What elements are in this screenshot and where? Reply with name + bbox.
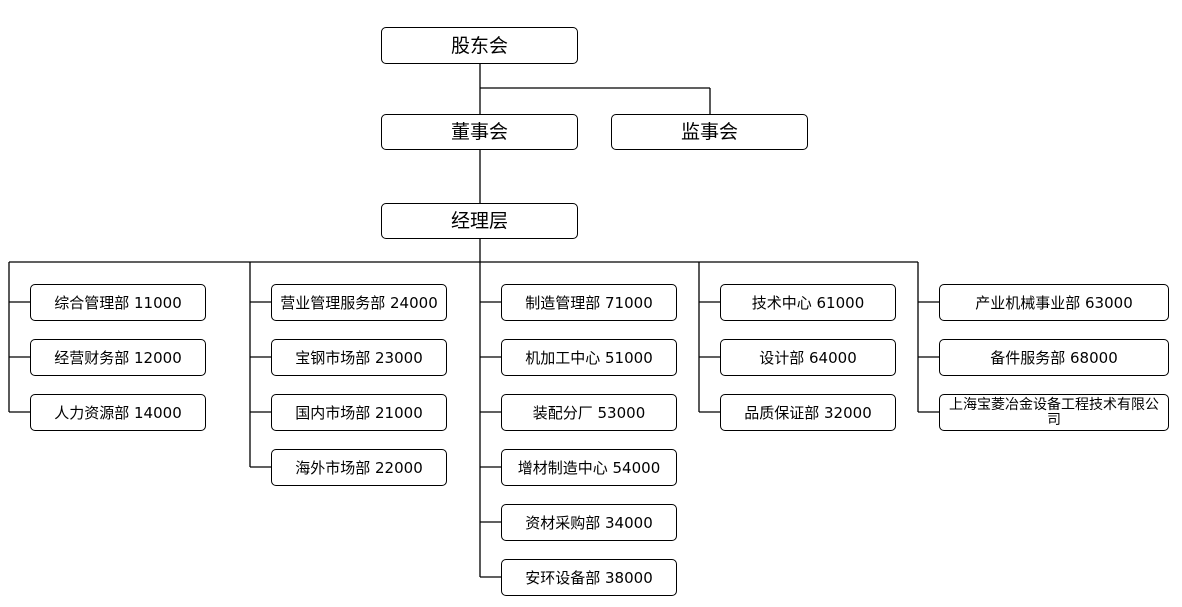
subsidiary-box: 上海宝菱冶金设备工程技术有限公司	[939, 394, 1169, 431]
dept-box: 综合管理部 11000	[30, 284, 206, 321]
dept-box: 品质保证部 32000	[720, 394, 896, 431]
dept-box: 营业管理服务部 24000	[271, 284, 447, 321]
dept-box: 设计部 64000	[720, 339, 896, 376]
dept-box: 宝钢市场部 23000	[271, 339, 447, 376]
dept-box: 安环设备部 38000	[501, 559, 677, 596]
dept-box: 技术中心 61000	[720, 284, 896, 321]
dept-box: 国内市场部 21000	[271, 394, 447, 431]
board-box: 董事会	[381, 114, 578, 150]
dept-box: 制造管理部 71000	[501, 284, 677, 321]
dept-box: 增材制造中心 54000	[501, 449, 677, 486]
dept-box: 经营财务部 12000	[30, 339, 206, 376]
dept-box: 海外市场部 22000	[271, 449, 447, 486]
dept-box: 资材采购部 34000	[501, 504, 677, 541]
dept-box: 装配分厂 53000	[501, 394, 677, 431]
supervisors-box: 监事会	[611, 114, 808, 150]
dept-box: 机加工中心 51000	[501, 339, 677, 376]
dept-box: 产业机械事业部 63000	[939, 284, 1169, 321]
management-box: 经理层	[381, 203, 578, 239]
dept-box: 人力资源部 14000	[30, 394, 206, 431]
dept-box: 备件服务部 68000	[939, 339, 1169, 376]
shareholders-box: 股东会	[381, 27, 578, 64]
